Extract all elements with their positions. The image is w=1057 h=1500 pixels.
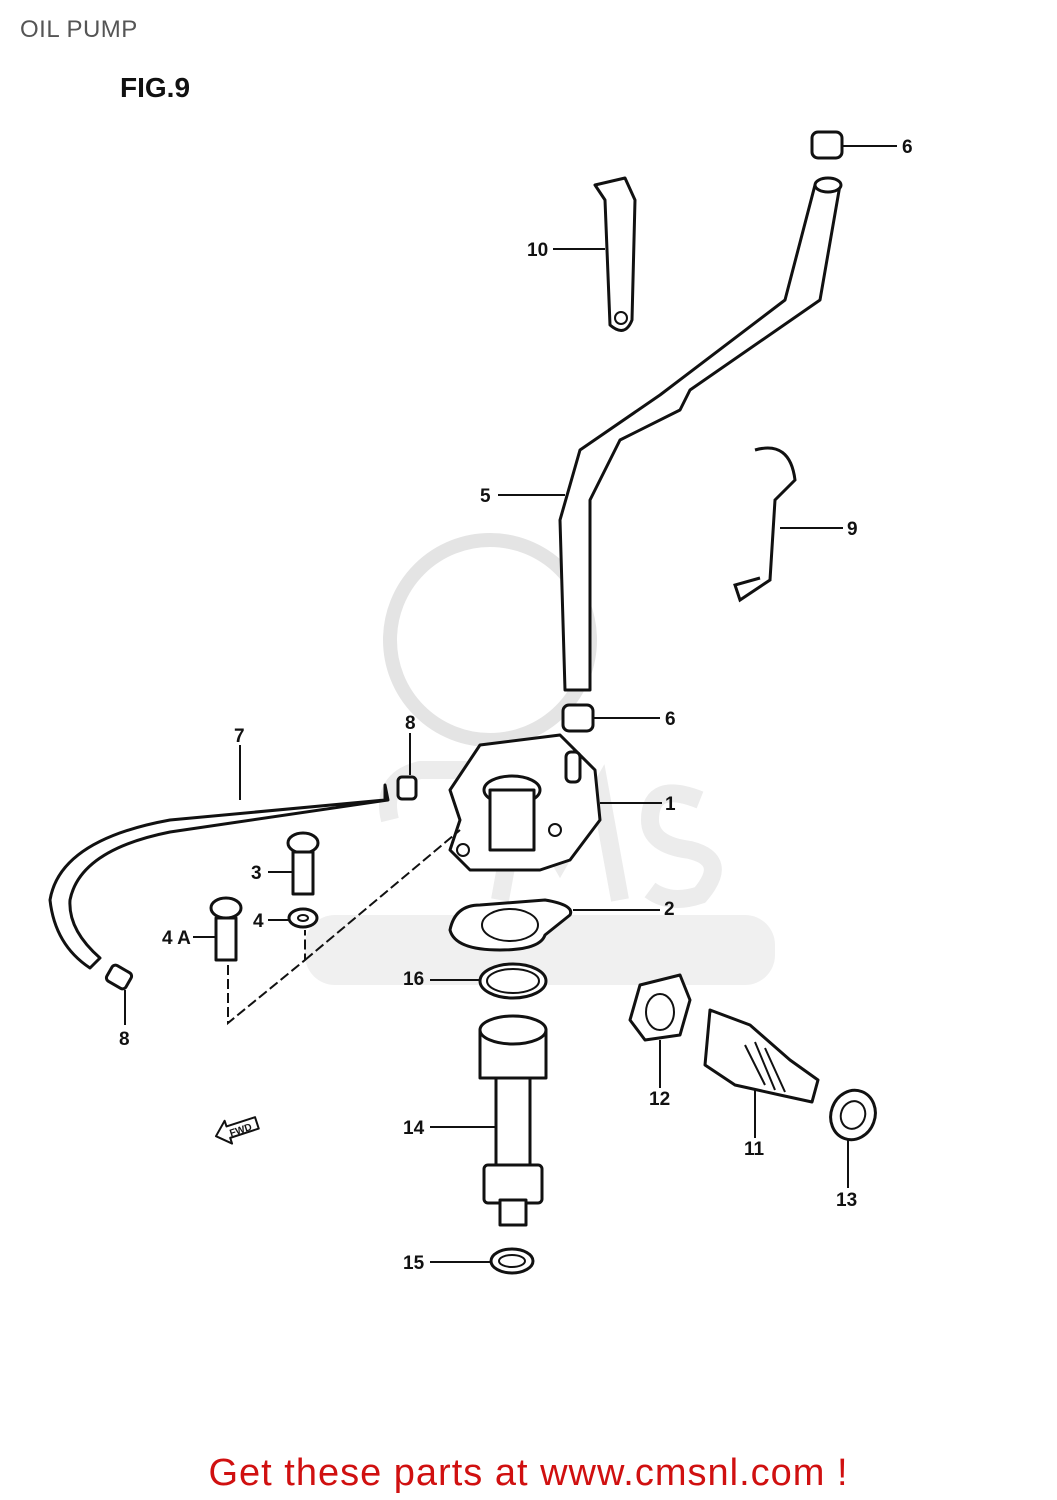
part-8-joint-lower[interactable]: [104, 963, 134, 1025]
part-6-clamp-top[interactable]: [810, 130, 897, 160]
part-3-bolt[interactable]: [268, 831, 320, 896]
part-6-clamp-lower[interactable]: [561, 703, 660, 733]
part-12-bushing[interactable]: [628, 973, 692, 1088]
callout-6-lower: 6: [665, 709, 676, 730]
part-11-driven-gear[interactable]: [703, 1008, 820, 1138]
part-16-o-ring[interactable]: [430, 962, 548, 1000]
part-2-gasket[interactable]: [448, 898, 660, 952]
callout-2: 2: [664, 899, 675, 920]
part-9-wire-clip[interactable]: [733, 446, 843, 603]
callout-9: 9: [847, 519, 858, 540]
callout-7: 7: [234, 726, 245, 747]
callout-13: 13: [836, 1190, 857, 1211]
callout-11: 11: [744, 1139, 765, 1160]
part-1-pump-body[interactable]: [448, 733, 662, 872]
part-4-washer[interactable]: [268, 907, 319, 929]
part-4a-bolt[interactable]: [193, 829, 461, 1026]
callout-5: 5: [480, 486, 491, 507]
callout-8-lower: 8: [119, 1029, 130, 1050]
fwd-arrow-icon: FWD: [214, 1116, 260, 1145]
callout-12: 12: [649, 1089, 670, 1110]
part-7-hose[interactable]: [48, 745, 390, 970]
callout-16: 16: [403, 969, 424, 990]
callout-8-upper: 8: [405, 713, 416, 734]
part-14-drive-shaft[interactable]: [430, 1014, 548, 1227]
callout-4: 4: [253, 911, 264, 932]
callout-4a: 4 A: [162, 928, 191, 949]
part-8-joint-upper[interactable]: [396, 733, 418, 801]
callout-1: 1: [665, 794, 676, 815]
part-13-oil-seal[interactable]: [824, 1084, 882, 1188]
footer-shop-link[interactable]: Get these parts at www.cmsnl.com !: [208, 1452, 849, 1494]
figure-label: FIG.9: [120, 72, 191, 103]
callout-3: 3: [251, 863, 262, 884]
callout-14: 14: [403, 1118, 425, 1139]
part-10-bracket[interactable]: [553, 176, 637, 332]
part-5-hose[interactable]: [498, 176, 843, 692]
part-15-washer[interactable]: [430, 1247, 535, 1275]
page-title: OIL PUMP: [20, 16, 138, 43]
callout-6-top: 6: [902, 137, 913, 158]
callout-10: 10: [527, 240, 548, 261]
callout-15: 15: [403, 1253, 425, 1274]
